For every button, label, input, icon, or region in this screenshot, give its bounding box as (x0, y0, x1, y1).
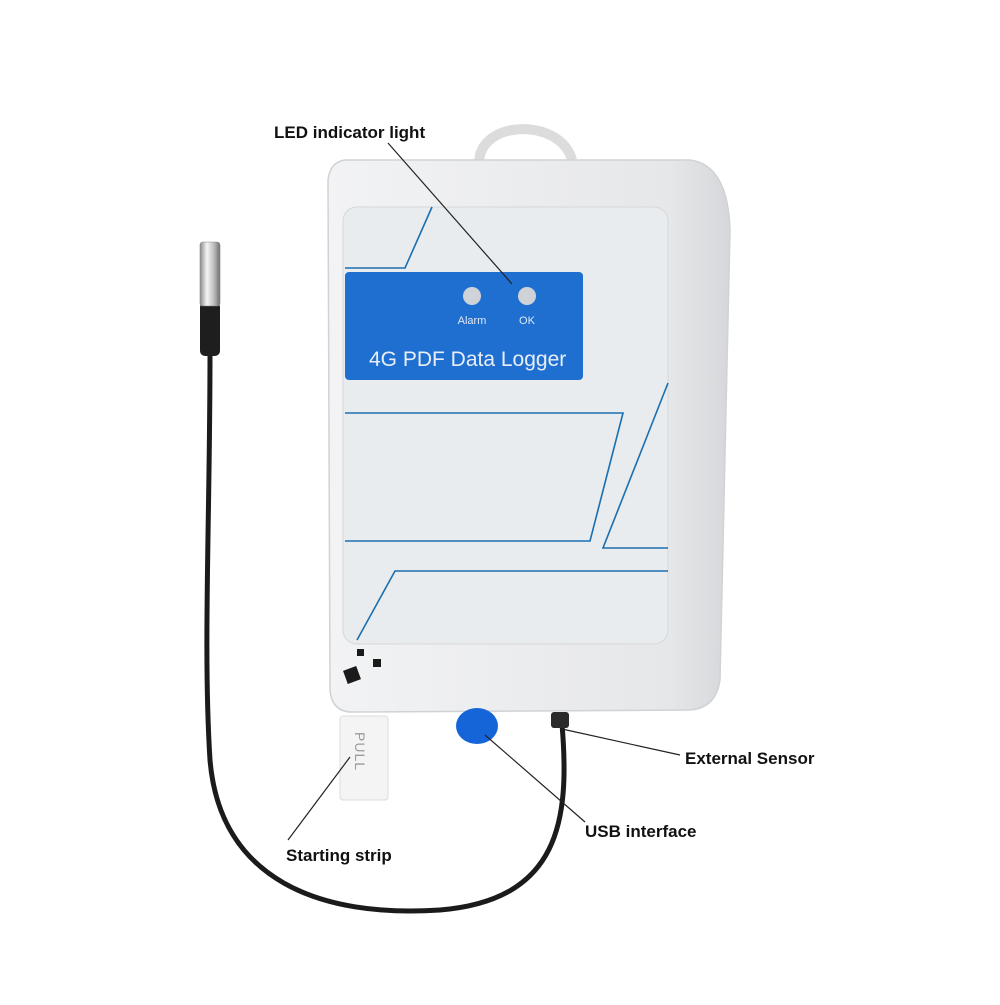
cable-connector (551, 712, 569, 728)
callout-usb-interface: USB interface (585, 822, 697, 841)
product-name: 4G PDF Data Logger (369, 348, 566, 371)
alarm-led-label: Alarm (458, 315, 487, 327)
usb-interface-port (456, 708, 498, 744)
probe-strain-relief (200, 302, 220, 356)
callout-starting-strip: Starting strip (286, 846, 392, 865)
hanging-loop (474, 124, 577, 171)
decorative-lines (345, 206, 669, 641)
ok-led (518, 287, 536, 305)
sensor-cable (204, 349, 567, 914)
alarm-led (463, 287, 481, 305)
callout-external-sensor: External Sensor (685, 749, 815, 768)
leader-lines (287, 142, 681, 841)
callout-led-indicator: LED indicator light (274, 123, 426, 142)
pull-strip-label: PULL (352, 732, 368, 771)
probe-metal-tip (199, 241, 221, 307)
brand-logo-icon (343, 649, 381, 684)
pull-strip (339, 715, 389, 801)
ok-led-label: OK (519, 315, 536, 327)
